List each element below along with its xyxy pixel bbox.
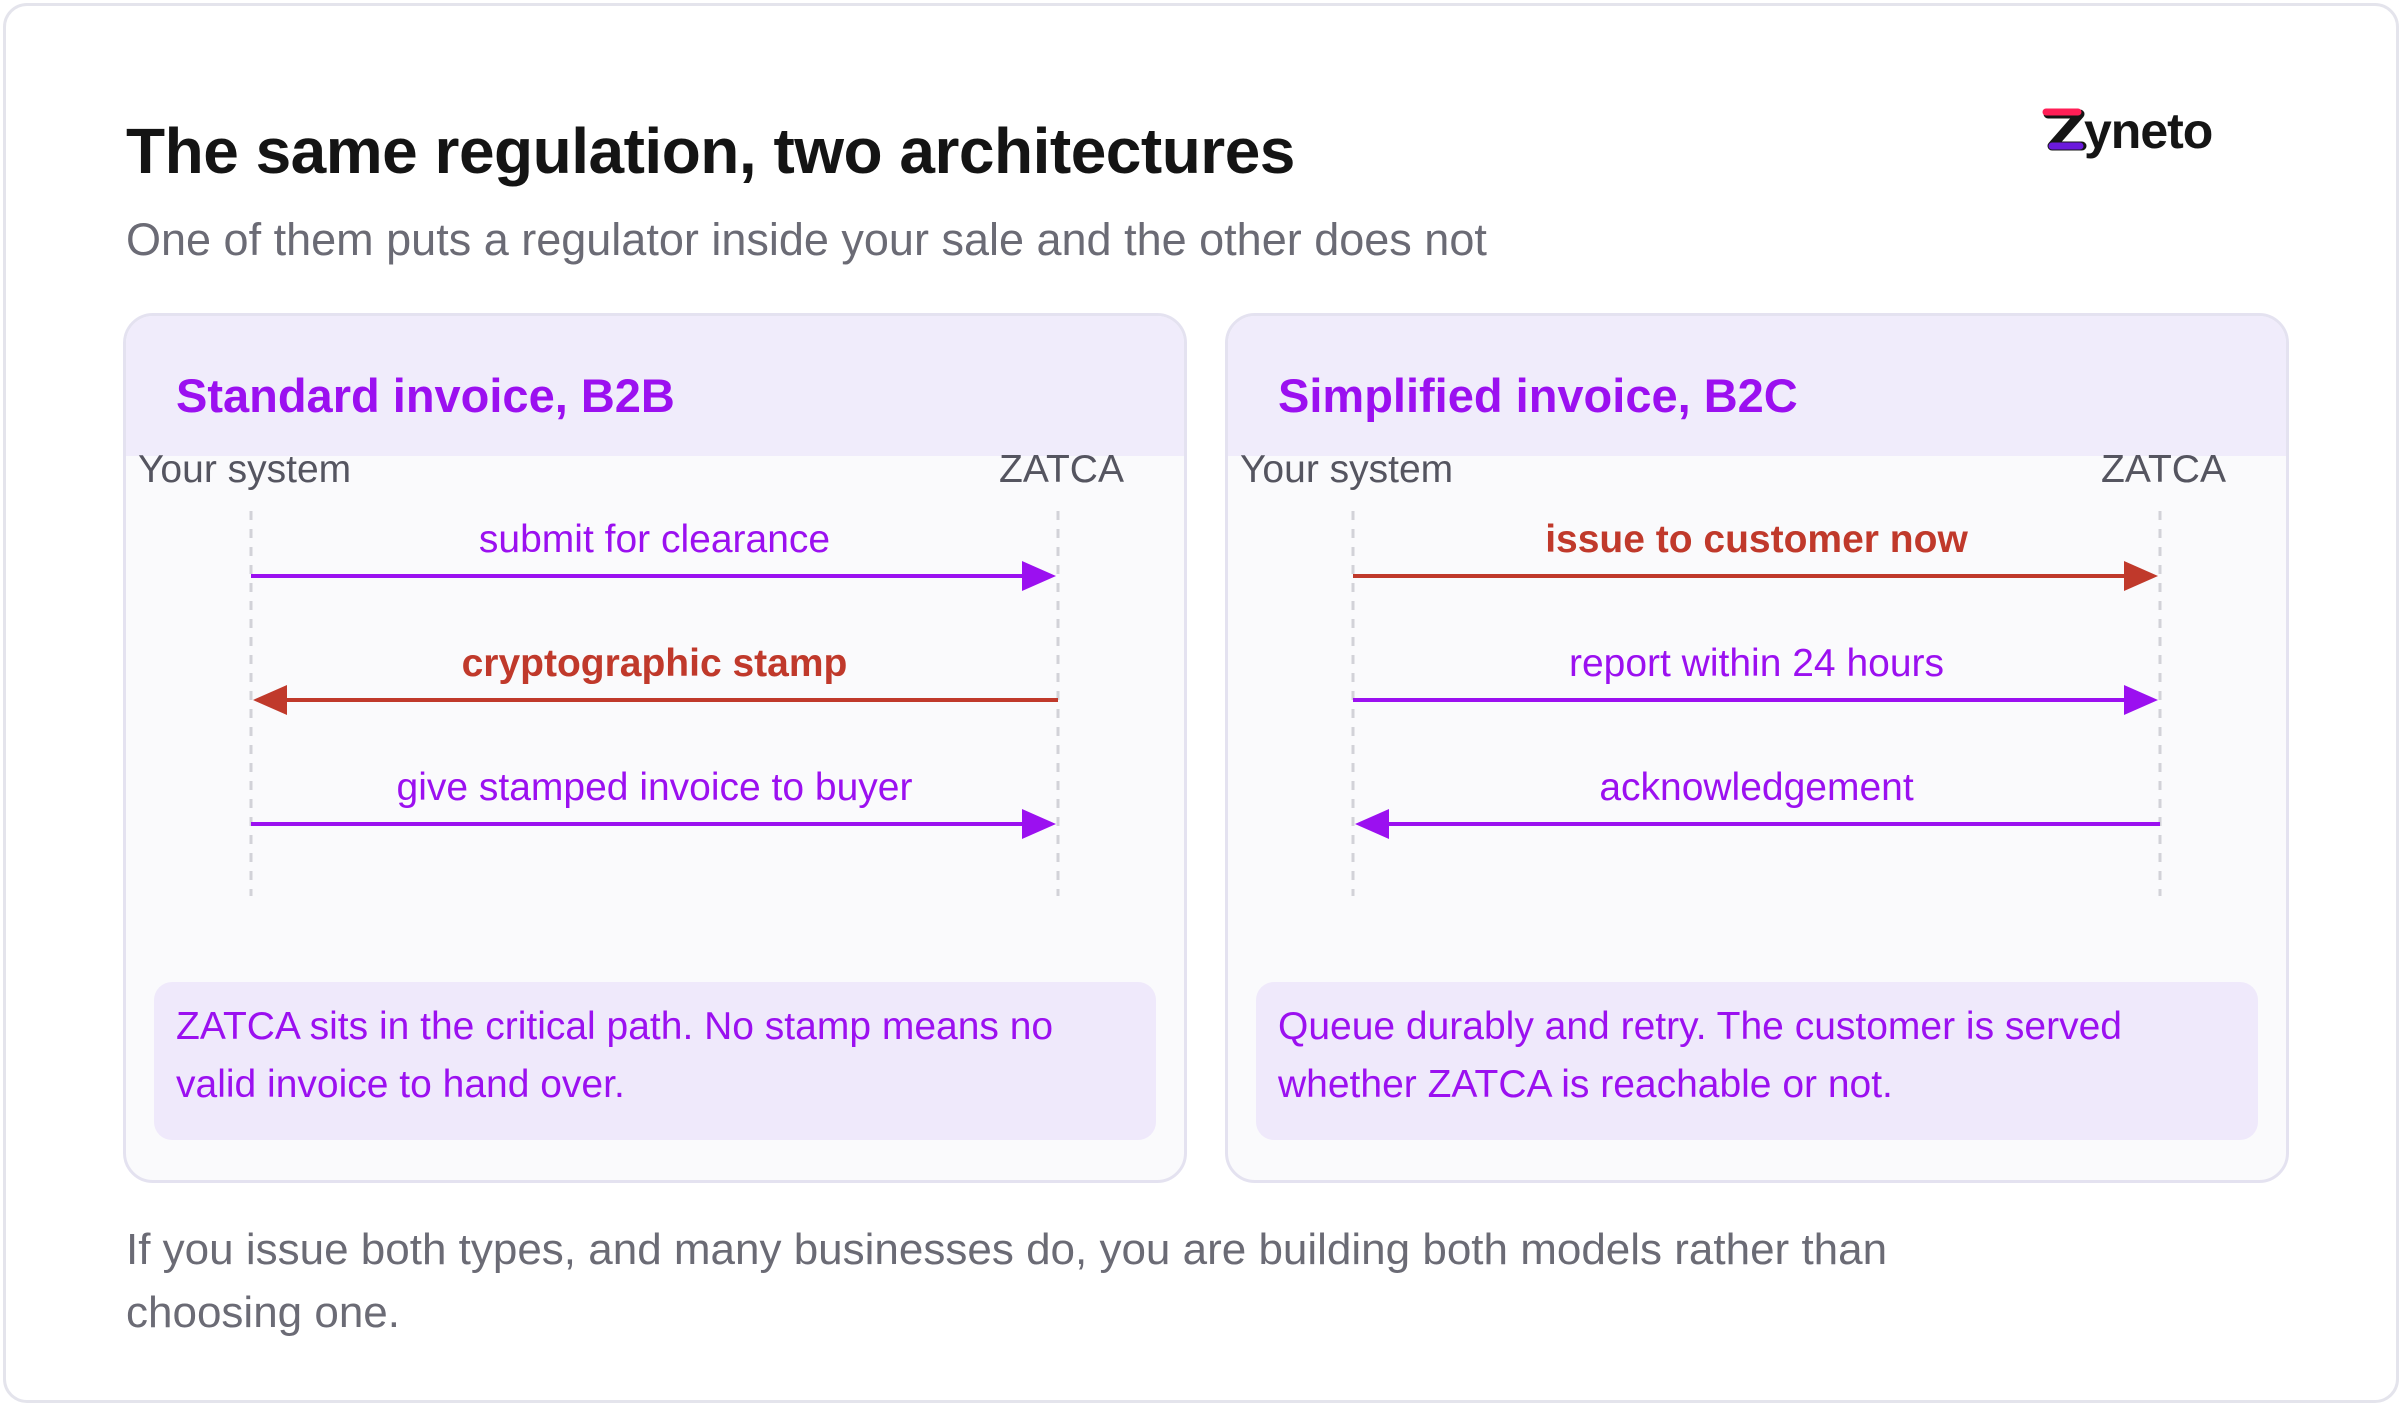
arrow-head	[253, 685, 287, 715]
arrow-head	[1022, 561, 1056, 591]
footer-note: If you issue both types, and many busine…	[126, 1225, 1888, 1337]
b2b-panel: Standard invoice, B2B Your system ZATCA …	[123, 313, 1187, 1183]
logo-wordmark: yneto	[2084, 103, 2212, 159]
message-label: report within 24 hours	[1569, 642, 1944, 685]
card-frame: The same regulation, two architectures O…	[3, 3, 2399, 1403]
arrow-head	[2124, 685, 2158, 715]
message-arrow: submit for clearance	[251, 518, 1056, 591]
actor-zatca: ZATCA	[999, 448, 1124, 491]
message-arrow: cryptographic stamp	[253, 642, 1058, 715]
sequence-diagram: submit for clearance cryptographic stamp g…	[249, 511, 1060, 896]
panel-header	[126, 316, 1184, 456]
panel-header	[1228, 316, 2286, 456]
message-label: issue to customer now	[1545, 518, 1968, 561]
message-label: acknowledgement	[1599, 766, 1914, 809]
callout-text: ZATCA sits in the critical path. No stam…	[176, 1005, 1054, 1106]
actor-your-system: Your system	[1240, 448, 1454, 491]
page-subtitle: One of them puts a regulator inside your…	[126, 214, 1487, 265]
message-label: give stamped invoice to buyer	[397, 766, 913, 809]
callout-text: Queue durably and retry. The customer is…	[1278, 1005, 2122, 1106]
page-title: The same regulation, two architectures	[126, 115, 1295, 187]
b2c-panel: Simplified invoice, B2C Your system ZATC…	[1225, 313, 2289, 1183]
message-arrow: issue to customer now	[1353, 518, 2158, 591]
panel-title: Simplified invoice, B2C	[1278, 369, 1798, 422]
message-arrow: give stamped invoice to buyer	[251, 766, 1056, 839]
actor-your-system: Your system	[138, 448, 352, 491]
panel-title: Standard invoice, B2B	[176, 369, 675, 422]
actor-zatca: ZATCA	[2101, 448, 2226, 491]
message-label: submit for clearance	[479, 518, 830, 561]
message-arrow: report within 24 hours	[1353, 642, 2158, 715]
message-label: cryptographic stamp	[462, 642, 848, 685]
arrow-head	[1022, 809, 1056, 839]
message-arrow: acknowledgement	[1355, 766, 2160, 839]
arrow-head	[2124, 561, 2158, 591]
callout-note: ZATCA sits in the critical path. No stam…	[154, 982, 1156, 1140]
arrow-head	[1355, 809, 1389, 839]
callout-note: Queue durably and retry. The customer is…	[1256, 982, 2258, 1140]
logo-z-mark	[2042, 108, 2087, 151]
sequence-diagram: issue to customer now report within 24 ho…	[1351, 511, 2162, 896]
zyneto-logo: yneto	[2042, 103, 2213, 159]
